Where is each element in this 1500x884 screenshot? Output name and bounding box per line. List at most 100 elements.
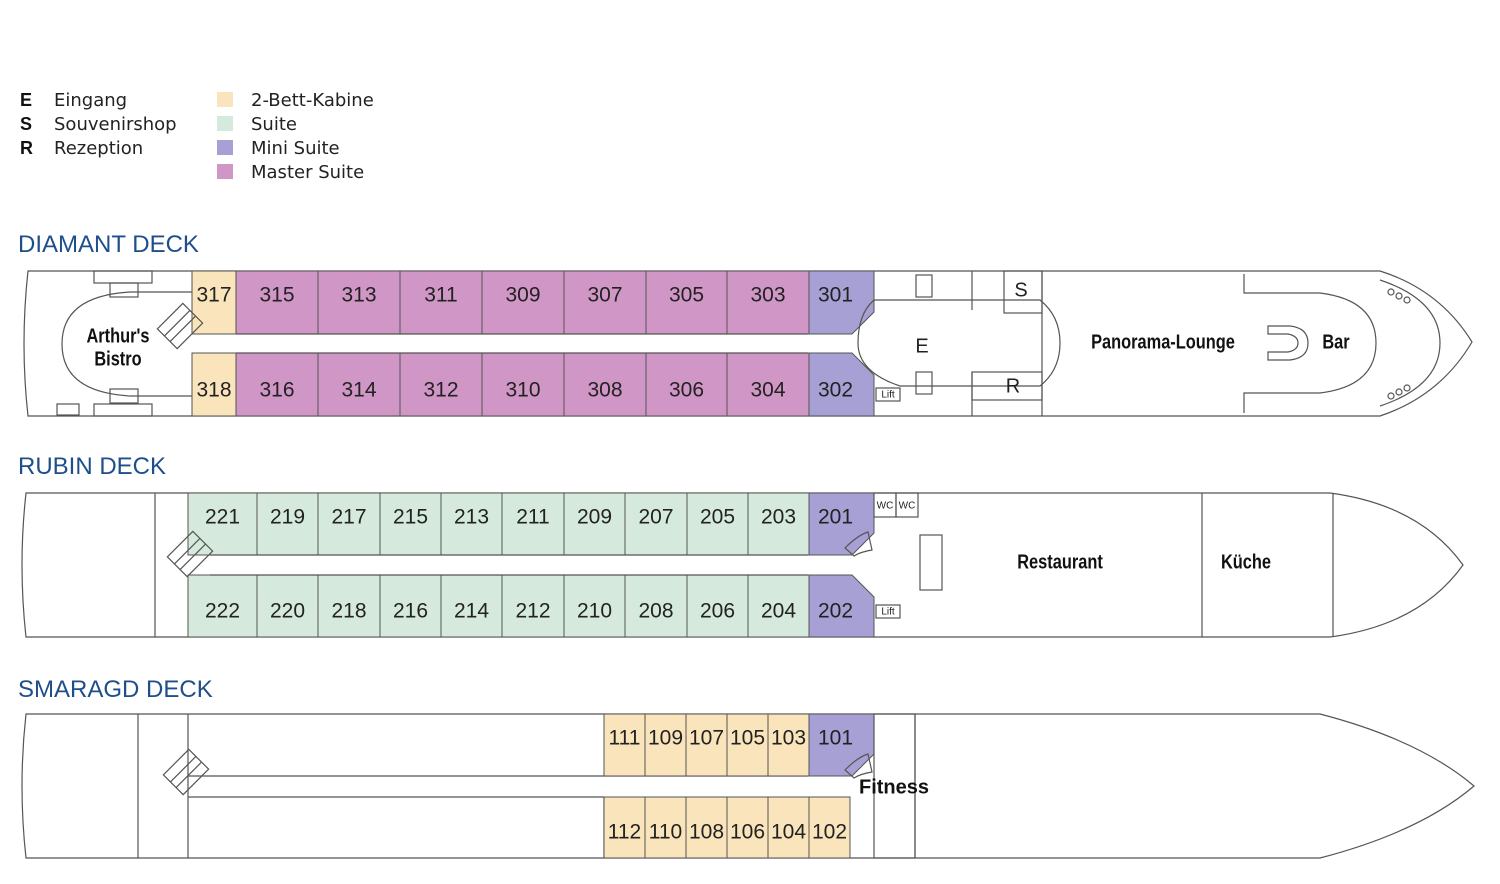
entrance-label: E	[915, 335, 928, 357]
cabin-number: 316	[259, 379, 294, 402]
cabin-106	[726, 796, 769, 859]
cabin-203	[747, 492, 810, 556]
cabin-number: 211	[516, 506, 549, 529]
service-area	[93, 270, 153, 284]
legend-label-mini-suite: Mini Suite	[251, 138, 340, 159]
wc	[895, 492, 919, 518]
cabin-102	[808, 796, 851, 859]
stairs-icon	[56, 403, 80, 416]
cabin-number: 208	[638, 600, 673, 623]
cabin-222	[187, 574, 258, 638]
legend-swatch-suite	[217, 116, 233, 131]
cabin-number: 216	[393, 600, 428, 623]
cabin-101	[808, 713, 875, 777]
legend: E Eingang S Souvenirshop R Rezeption 2-B…	[20, 90, 374, 183]
cabin-number: 303	[750, 284, 785, 307]
restaurant-label: Restaurant	[1017, 550, 1103, 573]
cabin-number: 213	[454, 506, 489, 529]
cabin-number: 209	[577, 506, 612, 529]
seat-icon	[1403, 296, 1411, 304]
legend-label-reception: Rezeption	[54, 138, 143, 159]
cabin-204	[747, 574, 810, 638]
cabin-107	[685, 713, 728, 777]
seat-icon	[1387, 392, 1395, 400]
shop-label: S	[1014, 279, 1027, 301]
cabin-number: 207	[638, 506, 673, 529]
stairs-icon	[915, 274, 933, 298]
partition-wall	[154, 493, 1334, 637]
deck-title-diamant: DIAMANT DECK	[18, 231, 199, 258]
cabin-number: 318	[196, 379, 231, 402]
cabin-number: 111	[609, 727, 641, 750]
cabin-217	[317, 492, 381, 556]
seat-icon	[1395, 292, 1403, 300]
cabin-201	[808, 492, 875, 556]
legend-label-2-bett: 2-Bett-Kabine	[251, 90, 374, 111]
cabin-number: 219	[270, 506, 305, 529]
cabin-number: 112	[608, 821, 641, 844]
cabin-310	[481, 352, 565, 417]
lounge-bar-outline	[1243, 274, 1377, 413]
cabin-307	[563, 270, 647, 335]
cabin-number: 311	[424, 284, 457, 307]
service-area	[93, 403, 153, 417]
wc-label: WC	[899, 501, 916, 512]
legend-label-suite: Suite	[251, 114, 297, 135]
bar-counter	[1267, 325, 1309, 361]
cabin-number: 103	[771, 727, 806, 750]
stairs-icon	[844, 531, 873, 557]
cabin-number: 203	[761, 506, 796, 529]
cabin-number: 109	[648, 727, 683, 750]
cabin-number: 104	[771, 821, 806, 844]
bistro-area	[61, 291, 192, 397]
corridor	[236, 333, 808, 354]
stairs-icon	[915, 371, 933, 395]
cabin-number: 210	[577, 600, 612, 623]
cabin-202	[808, 574, 875, 638]
cabin-318	[191, 352, 237, 417]
hull-outline	[21, 492, 1464, 638]
hull-outline	[23, 270, 1473, 417]
cabin-109	[644, 713, 687, 777]
cabin-212	[501, 574, 565, 638]
cabin-number: 105	[730, 727, 765, 750]
cabin-210	[563, 574, 626, 638]
cabin-number: 110	[649, 821, 682, 844]
stairs-icon	[156, 302, 204, 350]
seat-icon	[1395, 388, 1403, 396]
cabin-number: 202	[818, 600, 853, 623]
legend-swatch-2-bett	[217, 92, 233, 107]
lift	[875, 604, 901, 619]
cabin-112	[603, 796, 646, 859]
cabin-number: 314	[341, 379, 376, 402]
reception-label: R	[1006, 375, 1020, 397]
bistro-label-2: Bistro	[94, 347, 141, 370]
cabin-number: 307	[587, 284, 622, 307]
legend-label-shop: Souvenirshop	[54, 114, 177, 135]
cabin-number: 204	[761, 600, 796, 623]
cabin-number: 220	[270, 600, 305, 623]
stairs-icon	[844, 753, 873, 779]
cabin-number: 214	[454, 600, 489, 623]
cabin-number: 212	[515, 600, 550, 623]
stairs-icon	[109, 282, 139, 298]
cabin-206	[686, 574, 749, 638]
cabin-number: 217	[331, 506, 366, 529]
legend-swatch-mini-suite	[217, 140, 233, 155]
legend-label-entrance: Eingang	[54, 90, 127, 111]
stairs-icon	[109, 388, 139, 404]
cabin-number: 312	[423, 379, 458, 402]
cabin-number: 313	[341, 284, 376, 307]
cabin-number: 317	[196, 284, 231, 307]
cabin-221	[187, 492, 258, 556]
cabin-number: 305	[669, 284, 704, 307]
cabin-number: 308	[587, 379, 622, 402]
cabin-207	[624, 492, 688, 556]
legend-swatch-master-suite	[217, 164, 233, 179]
